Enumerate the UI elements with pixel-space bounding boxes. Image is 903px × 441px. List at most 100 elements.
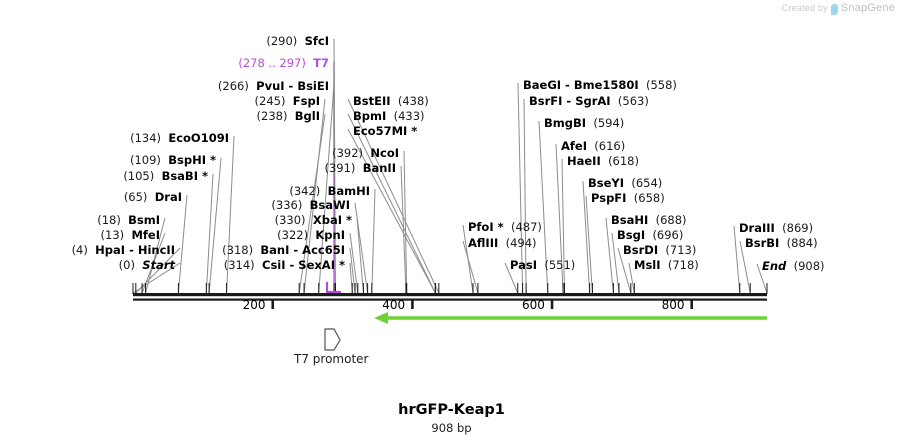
site-position: (696) bbox=[652, 228, 684, 242]
site-position: (884) bbox=[786, 236, 818, 250]
site-label-banii[interactable]: (391) BanII bbox=[0, 162, 396, 175]
site-label-bseyi[interactable]: BseYI (654) bbox=[588, 177, 662, 190]
site-name: PfoI * bbox=[468, 220, 504, 234]
site-label-pfoi[interactable]: PfoI * (487) bbox=[468, 221, 542, 234]
leader-line-bsphi bbox=[208, 157, 222, 294]
site-name: BsmI bbox=[128, 213, 160, 227]
site-name: BsaBI * bbox=[161, 169, 208, 183]
site-label-csii[interactable]: (314) CsiI - SexAI * bbox=[0, 259, 345, 272]
site-label-bgli[interactable]: (238) BglI bbox=[0, 110, 320, 123]
site-label-bsabi[interactable]: (105) BsaBI * bbox=[0, 170, 208, 183]
site-label-bsphi[interactable]: (109) BspHI * bbox=[0, 154, 216, 167]
site-name: SgrAI bbox=[575, 94, 611, 108]
site-name: BsaHI bbox=[611, 213, 649, 227]
site-name: PspFI bbox=[591, 191, 627, 205]
site-label-bani[interactable]: (318) BanI - Acc65I bbox=[0, 244, 345, 257]
leader-line-bamhi bbox=[371, 188, 376, 294]
site-position: (13) bbox=[100, 228, 125, 242]
site-label-bsrfi[interactable]: BsrFI - SgrAI (563) bbox=[529, 95, 649, 108]
site-name: AfeI bbox=[561, 139, 587, 153]
site-position: (558) bbox=[645, 78, 677, 92]
leader-line-bsawi bbox=[354, 202, 369, 294]
site-position: (134) bbox=[130, 131, 162, 145]
site-label-ecoo109i[interactable]: (134) EcoO109I bbox=[0, 132, 229, 145]
site-label-mslI[interactable]: MslI (718) bbox=[634, 259, 699, 272]
site-position: (654) bbox=[631, 176, 663, 190]
site-name: BaeGI bbox=[523, 78, 562, 92]
site-position: (391) bbox=[324, 161, 356, 175]
site-label-bamhi[interactable]: (342) BamHI bbox=[0, 185, 370, 198]
site-label-afei[interactable]: AfeI (616) bbox=[561, 140, 625, 153]
leader-line-pasi bbox=[504, 262, 519, 294]
site-label-bsahi[interactable]: BsaHI (688) bbox=[611, 214, 687, 227]
site-label-mfei[interactable]: (13) MfeI bbox=[0, 229, 160, 242]
site-label-bstei[interactable]: BstEII (438) bbox=[353, 95, 429, 108]
site-label-fspi[interactable]: (245) FspI bbox=[0, 95, 320, 108]
leader-line-sfci bbox=[333, 38, 336, 294]
site-position: (266) bbox=[217, 79, 249, 93]
leader-line-ecoo109i bbox=[226, 135, 235, 294]
ruler-tick-600 bbox=[550, 300, 554, 309]
leader-line-banii bbox=[400, 165, 407, 294]
site-label-ncoi[interactable]: (392) NcoI bbox=[0, 147, 399, 160]
site-position: (336) bbox=[271, 198, 303, 212]
site-position: (433) bbox=[393, 109, 425, 123]
site-label-bsrdi[interactable]: BsrDI (713) bbox=[623, 244, 696, 257]
site-name: CsiI bbox=[262, 258, 286, 272]
site-position: (330) bbox=[274, 213, 306, 227]
site-position: (314) bbox=[223, 258, 255, 272]
site-name-separator: - bbox=[561, 78, 574, 92]
leader-line-pfoi bbox=[462, 224, 474, 294]
site-label-baegi[interactable]: BaeGI - Bme1580I (558) bbox=[523, 79, 677, 92]
site-name: HpaI bbox=[95, 243, 126, 257]
site-label-bsgi[interactable]: BsgI (696) bbox=[617, 229, 683, 242]
t7-promoter-caption: T7 promoter bbox=[294, 352, 369, 366]
site-label-bpmi[interactable]: BpmI (433) bbox=[353, 110, 425, 123]
site-label-t7[interactable]: (278 .. 297) T7 bbox=[0, 57, 329, 70]
site-label-drai[interactable]: (65) DraI bbox=[0, 191, 182, 204]
ruler-tick-400 bbox=[411, 300, 414, 309]
leader-line-pspfi bbox=[585, 195, 593, 294]
leader-line-bpmi bbox=[347, 113, 436, 294]
site-label-sfci[interactable]: (290) SfcI bbox=[0, 35, 329, 48]
site-position: (342) bbox=[289, 184, 321, 198]
site-name: Acc65I bbox=[302, 243, 345, 257]
site-position: (290) bbox=[266, 34, 298, 48]
site-name: EcoO109I bbox=[168, 131, 229, 145]
site-position: (494) bbox=[505, 236, 537, 250]
site-name: HaeII bbox=[567, 154, 601, 168]
site-name: SexAI * bbox=[298, 258, 345, 272]
site-label-bsawi[interactable]: (336) BsaWI bbox=[0, 199, 350, 212]
site-name-separator: - bbox=[125, 243, 138, 257]
site-label-afliii[interactable]: AflIII (494) bbox=[468, 237, 537, 250]
site-label-bsmi[interactable]: (18) BsmI bbox=[0, 214, 160, 227]
site-label-bsrbi[interactable]: BsrBI (884) bbox=[745, 237, 818, 250]
site-label-xbai[interactable]: (330) XbaI * bbox=[0, 214, 352, 227]
site-label-eco57mi[interactable]: Eco57MI * bbox=[353, 125, 417, 138]
site-label-haeii[interactable]: HaeII (618) bbox=[567, 155, 639, 168]
site-name: NcoI bbox=[370, 146, 399, 160]
site-label-end[interactable]: End (908) bbox=[762, 260, 825, 273]
leader-line-hpai bbox=[135, 247, 181, 294]
site-label-pvui[interactable]: (266) PvuI - BsiEI bbox=[0, 80, 329, 93]
leader-line-bseyi bbox=[582, 180, 591, 294]
t7-promoter-marker bbox=[325, 282, 341, 294]
site-position: (18) bbox=[97, 213, 121, 227]
site-label-kpni[interactable]: (322) KpnI bbox=[0, 229, 345, 242]
site-name: DraI bbox=[154, 190, 182, 204]
restriction-site-ticks bbox=[132, 283, 768, 294]
site-label-draiii[interactable]: DraIII (869) bbox=[739, 222, 813, 235]
leader-line-drai bbox=[177, 194, 188, 294]
site-label-bmgbi[interactable]: BmgBI (594) bbox=[544, 117, 624, 130]
site-label-pasi[interactable]: PasI (551) bbox=[510, 259, 575, 272]
site-position: (618) bbox=[608, 154, 639, 168]
snapgene-logo-icon bbox=[830, 3, 838, 15]
site-label-hpai[interactable]: (4) HpaI - HincII bbox=[0, 244, 175, 257]
site-name: PasI bbox=[510, 258, 538, 272]
site-position: (594) bbox=[593, 116, 625, 130]
site-position: (105) bbox=[123, 169, 155, 183]
site-name: BsiEI bbox=[297, 79, 329, 93]
site-name-separator: - bbox=[562, 94, 576, 108]
site-label-start[interactable]: (0) Start bbox=[0, 259, 175, 272]
site-label-pspfi[interactable]: PspFI (658) bbox=[591, 192, 665, 205]
